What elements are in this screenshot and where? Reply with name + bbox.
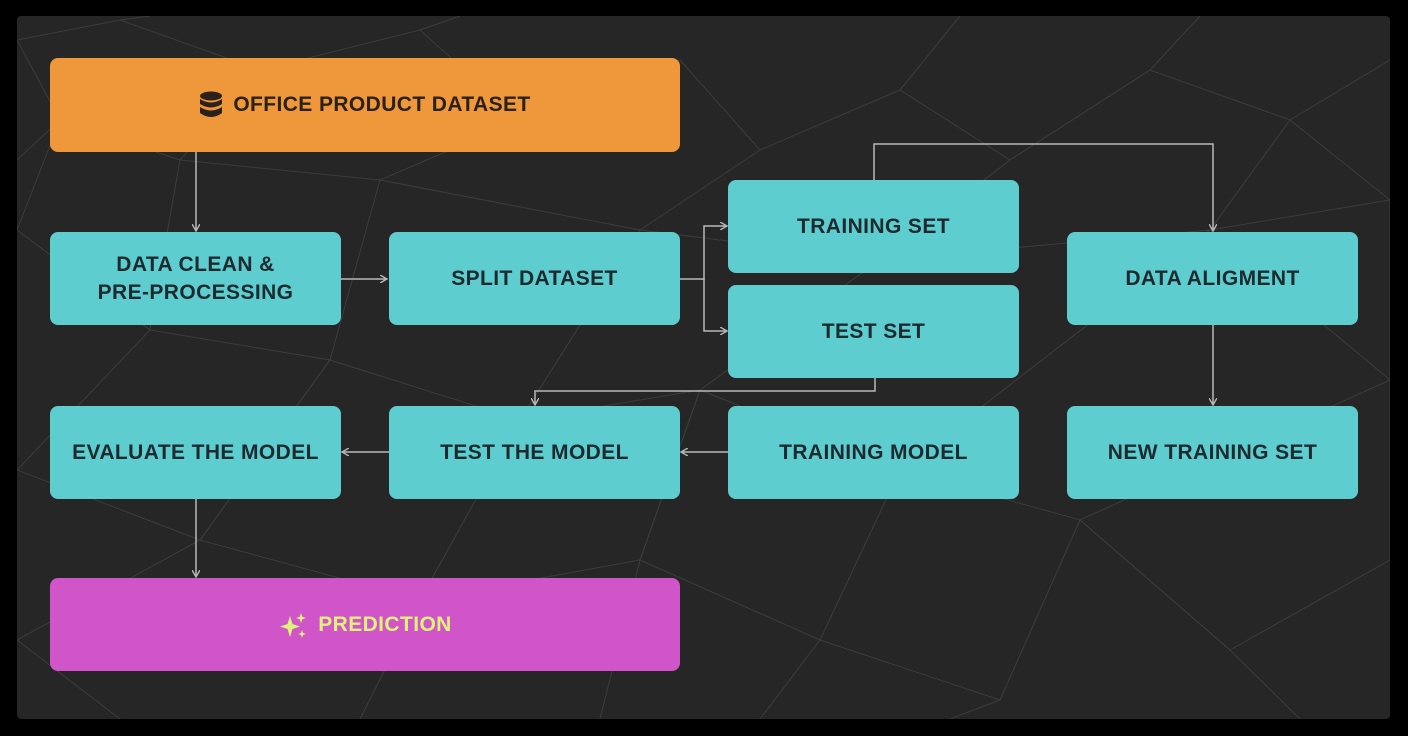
node-training-set[interactable]: TRAINING SET [728, 180, 1019, 273]
edge-split-training [680, 226, 726, 280]
database-icon [200, 91, 223, 117]
edge-testset-testmodel [535, 378, 876, 404]
node-label: TEST SET [821, 319, 926, 343]
node-label: PREDICTION [318, 612, 452, 636]
node-label: DATA CLEAN & PRE-PROCESSING [97, 252, 294, 304]
node-label: SPLIT DATASET [451, 266, 618, 290]
edge-split-test [703, 279, 726, 331]
node-label: TRAINING MODEL [779, 440, 968, 464]
node-label: TEST THE MODEL [440, 440, 629, 464]
sparkles-icon [280, 612, 307, 638]
node-evaluate-the-model[interactable]: EVALUATE THE MODEL [50, 406, 341, 499]
node-label: NEW TRAINING SET [1107, 440, 1318, 464]
connectors [196, 143, 1213, 576]
node-data-alignment[interactable]: DATA ALIGMENT [1067, 232, 1358, 325]
node-new-training-set[interactable]: NEW TRAINING SET [1067, 406, 1358, 499]
node-prediction[interactable]: PREDICTION [50, 578, 680, 671]
edge-training-alignment [873, 143, 1213, 230]
node-label: TRAINING SET [797, 214, 950, 238]
node-data-clean[interactable]: DATA CLEAN & PRE-PROCESSING [50, 232, 341, 325]
node-test-set[interactable]: TEST SET [728, 285, 1019, 378]
node-split-dataset[interactable]: SPLIT DATASET [389, 232, 680, 325]
node-training-model[interactable]: TRAINING MODEL [728, 406, 1019, 499]
node-label: OFFICE PRODUCT DATASET [233, 93, 531, 116]
node-label: DATA ALIGMENT [1125, 266, 1300, 290]
node-label: EVALUATE THE MODEL [72, 440, 319, 464]
node-office-product-dataset[interactable]: OFFICE PRODUCT DATASET [50, 58, 680, 152]
node-test-the-model[interactable]: TEST THE MODEL [389, 406, 680, 499]
